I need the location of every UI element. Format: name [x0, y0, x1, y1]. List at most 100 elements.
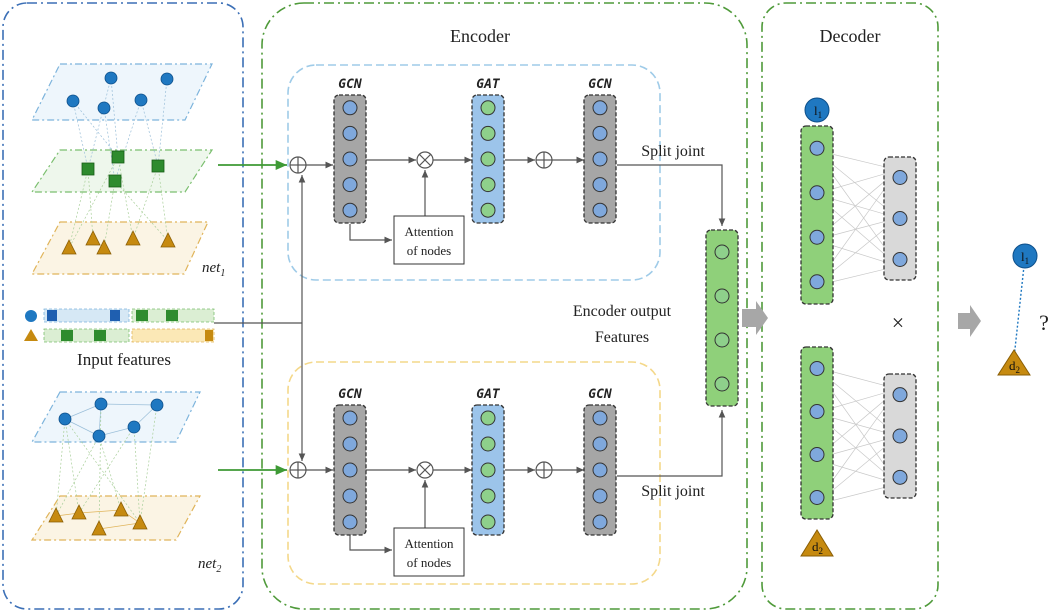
decoder-top-input-node — [809, 229, 825, 245]
net2-disease-plane — [30, 495, 202, 541]
top-gcn2-layer — [583, 94, 617, 224]
decoder-bottom-hidden-node — [892, 387, 908, 403]
encoder-panel — [261, 2, 748, 610]
bottom-gat-node — [480, 410, 496, 426]
net1-lnc-plane — [31, 63, 213, 121]
top-gcn1-layer — [333, 94, 367, 224]
top-split-joint-label: Split joint — [641, 143, 705, 160]
bottom-gcn1-node — [342, 410, 358, 426]
input-panel — [2, 2, 244, 610]
result-disease-label: d2 — [1009, 358, 1020, 375]
bottom-attention-box — [393, 527, 465, 577]
encoder-output-layer-box — [705, 229, 739, 407]
decoder-top-hidden-node — [892, 211, 908, 226]
decoder-top-input-node — [809, 140, 825, 156]
top-gcn1-node — [342, 151, 358, 167]
top-gat-node — [480, 151, 496, 167]
top-gcn2-node — [592, 100, 608, 116]
bottom-gcn2-node — [592, 514, 608, 530]
decoder-bottom-input-node — [809, 490, 825, 505]
decoder-bottom-hidden-node — [892, 428, 908, 444]
network-layers — [333, 94, 917, 536]
decoder-bottom-input-node — [809, 404, 825, 419]
encoder-top-branch-box — [287, 64, 661, 281]
encoder-output-layer — [705, 229, 739, 407]
encoder-output-label-2: Features — [595, 329, 649, 346]
encoder-output-label-1: Encoder output — [573, 303, 672, 320]
decoder-top-hidden-node — [892, 252, 908, 267]
decoder-panel — [761, 2, 939, 610]
decoder-bottom-hidden-layer — [883, 373, 917, 499]
top-gat-node — [480, 125, 496, 141]
bottom-gat-node — [480, 514, 496, 530]
bottom-gcn1-node — [342, 488, 358, 504]
bottom-gat-layer — [471, 404, 505, 536]
top-gcn1-node — [342, 202, 358, 218]
encoder-output-node — [714, 376, 730, 392]
top-gcn2-node — [592, 151, 608, 167]
decoder-bottom-hidden-node — [892, 469, 908, 485]
net2-lnc-plane — [30, 391, 201, 443]
result-disease-node — [997, 349, 1031, 376]
decoder-title: Decoder — [820, 26, 881, 46]
encoder-output-node — [714, 244, 730, 260]
net1-mirna-plane — [30, 149, 214, 193]
top-gcn2-node — [592, 202, 608, 218]
encoder-output-node — [714, 332, 730, 348]
top-gcn1-node — [342, 177, 358, 193]
net1-label: net1 — [202, 260, 225, 279]
bottom-gat-label: GAT — [476, 387, 501, 402]
decoder-disease-node-label: d2 — [812, 539, 823, 556]
top-gcn1-node — [342, 125, 358, 141]
net2-label: net2 — [198, 556, 221, 575]
result-lnc-label: l1 — [1021, 249, 1029, 266]
bottom-gcn1-node — [342, 436, 358, 452]
bottom-gcn2-layer — [583, 404, 617, 536]
top-gat-node — [480, 177, 496, 193]
input-features-label: Input features — [77, 350, 171, 369]
decoder-top-hidden-layer — [883, 156, 917, 281]
decoder-top-hidden-node — [892, 170, 908, 185]
top-attention-box — [393, 215, 465, 265]
top-gat-node — [480, 202, 496, 218]
encoder-top-branch — [289, 151, 726, 244]
decoder-disease-node — [800, 529, 834, 557]
bottom-gcn2-node — [592, 462, 608, 478]
bottom-gcn2-node — [592, 436, 608, 452]
bottom-split-joint-label: Split joint — [641, 483, 705, 500]
top-gcn1-node — [342, 100, 358, 116]
decoder-top-input-layer — [800, 125, 834, 305]
result-link — [1013, 265, 1025, 359]
bottom-gcn2-node — [592, 488, 608, 504]
top-gat-node — [480, 100, 496, 116]
bottom-gcn1-node — [342, 514, 358, 530]
decoder-to-result-arrow — [958, 305, 981, 337]
top-attention-text-2: of nodes — [407, 243, 451, 258]
net2-graph: net2 — [30, 391, 221, 575]
top-gcn2-node — [592, 177, 608, 193]
bottom-attention-text-1: Attention — [404, 536, 454, 551]
decoder-top-input-node — [809, 185, 825, 201]
bottom-attention-text-2: of nodes — [407, 555, 451, 570]
bottom-gcn1-layer — [333, 404, 367, 536]
encoder-title: Encoder — [450, 26, 510, 46]
decoder-bottom-input-layer-box — [800, 346, 834, 520]
bottom-gcn2-node — [592, 410, 608, 426]
top-gat-layer — [471, 94, 505, 224]
decoder-top-input-layer-box — [800, 125, 834, 305]
decoder-lnc-node — [804, 97, 830, 123]
top-gat-label: GAT — [476, 77, 501, 92]
input-disease-icon — [24, 329, 38, 341]
encoder-to-decoder-arrow — [742, 301, 768, 335]
bottom-gcn2-label: GCN — [588, 387, 612, 402]
bottom-gcn1-node — [342, 462, 358, 478]
decoder-top-input-node — [809, 274, 825, 290]
top-gcn2-label: GCN — [588, 77, 612, 92]
top-gcn2-node — [592, 125, 608, 141]
net1-disease-plane — [30, 221, 209, 275]
result-question-mark: ? — [1039, 310, 1049, 335]
bottom-gat-node — [480, 488, 496, 504]
decoder-bottom-input-node — [809, 447, 825, 462]
net1-graph: net1 — [30, 63, 225, 279]
